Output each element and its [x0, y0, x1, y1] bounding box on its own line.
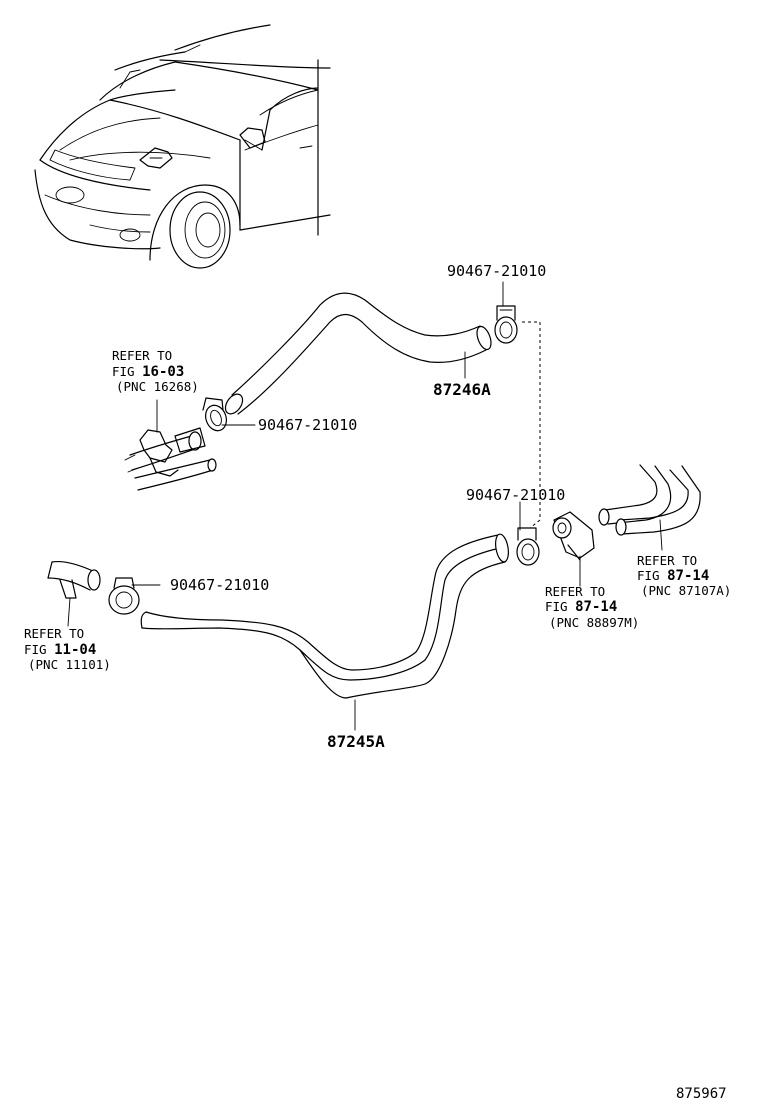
leader-lines: [67, 281, 663, 731]
ref-pnc: (PNC 16268): [116, 379, 199, 394]
callout-clamp-right-mid: 90467-21010: [466, 486, 565, 504]
svg-text:FIG 87-14: FIG 87-14: [637, 568, 709, 584]
clamp-right-mid: [516, 527, 540, 566]
callout-hose-lower: 87245A: [327, 732, 385, 751]
pipe-bracket-16-03: [124, 427, 217, 491]
svg-text:FIG 87-14: FIG 87-14: [545, 599, 617, 615]
ref-fig-number: 11-04: [54, 642, 96, 658]
figure-id: 875967: [676, 1086, 727, 1102]
ref-line1: REFER TO: [112, 348, 172, 363]
ref-fig-prefix: FIG: [112, 364, 142, 379]
hose-87245a: [140, 533, 509, 699]
clamp-left-upper: [202, 397, 227, 432]
pipe-11-04: [47, 560, 101, 599]
reference-line: [522, 321, 541, 529]
ref-fig-prefix: FIG: [545, 599, 575, 614]
callout-hose-upper: 87246A: [433, 380, 491, 399]
svg-text:FIG 11-04: FIG 11-04: [24, 642, 96, 658]
connector-87-14-m: [552, 511, 595, 561]
clamp-left-lower: [108, 577, 140, 615]
ref-fig-number: 87-14: [575, 599, 617, 615]
car-illustration: [34, 24, 331, 269]
ref-line1: REFER TO: [24, 626, 84, 641]
ref-pnc: (PNC 11101): [28, 657, 111, 672]
clamp-top: [494, 305, 518, 344]
ref-line1: REFER TO: [545, 584, 605, 599]
ref-fig-11-04: REFER TO FIG 11-04 (PNC 11101): [24, 626, 111, 672]
svg-text:FIG 16-03: FIG 16-03: [112, 364, 184, 380]
ref-fig-16-03: REFER TO FIG 16-03 (PNC 16268): [112, 348, 199, 394]
pipes-87-14-a: [598, 464, 701, 536]
callout-clamp-left-upper: 90467-21010: [258, 416, 357, 434]
ref-line1: REFER TO: [637, 553, 697, 568]
hose-87246a: [224, 292, 492, 415]
callout-clamp-left-lower: 90467-21010: [170, 576, 269, 594]
ref-fig-prefix: FIG: [637, 568, 667, 583]
ref-fig-87-14-a: REFER TO FIG 87-14 (PNC 87107A): [637, 553, 731, 598]
ref-fig-87-14-m: REFER TO FIG 87-14 (PNC 88897M): [545, 584, 639, 630]
callout-clamp-top: 90467-21010: [447, 262, 546, 280]
ref-fig-number: 16-03: [142, 364, 184, 380]
ref-fig-prefix: FIG: [24, 642, 54, 657]
ref-pnc: (PNC 88897M): [549, 615, 639, 630]
ref-fig-number: 87-14: [667, 568, 709, 584]
ref-pnc: (PNC 87107A): [641, 583, 731, 598]
